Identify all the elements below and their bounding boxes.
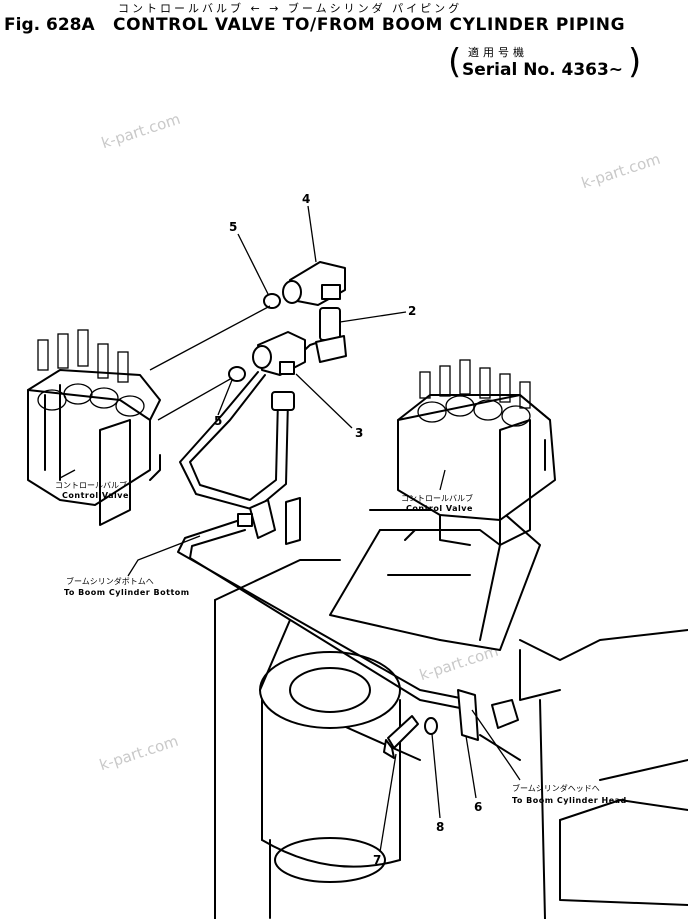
boom-head-label-jp: ブームシリンダヘッドへ — [512, 784, 600, 793]
control-valve-right-label-jp: コントロールバルブ — [401, 494, 473, 503]
paren-open: ( — [448, 42, 462, 82]
serial-japanese: 適用号機 — [468, 46, 528, 59]
callout-3: 3 — [355, 426, 364, 440]
o-ring-5 — [228, 293, 281, 382]
pipe-routes — [177, 339, 521, 761]
callout-8: 8 — [436, 820, 445, 834]
control-valve-right-label: Control Valve — [406, 504, 473, 513]
callout-5-lower: 5 — [214, 414, 223, 428]
clamp-upper — [237, 497, 301, 545]
bracket-plate — [329, 509, 541, 651]
control-valve-left-label: Control Valve — [62, 491, 129, 500]
boom-bottom-label-jp: ブームシリンダボトムへ — [66, 577, 154, 586]
callout-2: 2 — [408, 304, 417, 318]
elbow-fitting-3 — [252, 331, 306, 411]
callout-7: 7 — [373, 853, 382, 867]
callout-5-upper: 5 — [229, 220, 238, 234]
callout-6: 6 — [474, 800, 483, 814]
machine-frame — [214, 559, 688, 919]
control-valve-left-label-jp: コントロールバルブ — [55, 481, 127, 490]
control-valve-right — [397, 359, 556, 546]
diagram-title: CONTROL VALVE TO/FROM BOOM CYLINDER PIPI… — [113, 15, 626, 35]
union-fitting-2 — [315, 307, 347, 363]
bolt-7 — [383, 715, 419, 759]
leader-lines — [59, 205, 521, 853]
elbow-fitting-4 — [282, 261, 346, 306]
clamp-6 — [457, 689, 519, 741]
paren-close: ) — [628, 42, 642, 82]
boom-cylinder — [259, 651, 401, 883]
control-valve-left — [27, 329, 161, 526]
boom-head-label: To Boom Cylinder Head — [512, 796, 627, 805]
figure-number: Fig. 628A — [4, 15, 95, 35]
serial-number: Serial No. 4363~ — [462, 60, 624, 80]
boom-bottom-label: To Boom Cylinder Bottom — [64, 588, 190, 597]
callout-4: 4 — [302, 192, 311, 206]
washer-8 — [424, 717, 438, 735]
title-japanese: コントロールバルブ ← → ブームシリンダ パイピング — [118, 2, 463, 15]
